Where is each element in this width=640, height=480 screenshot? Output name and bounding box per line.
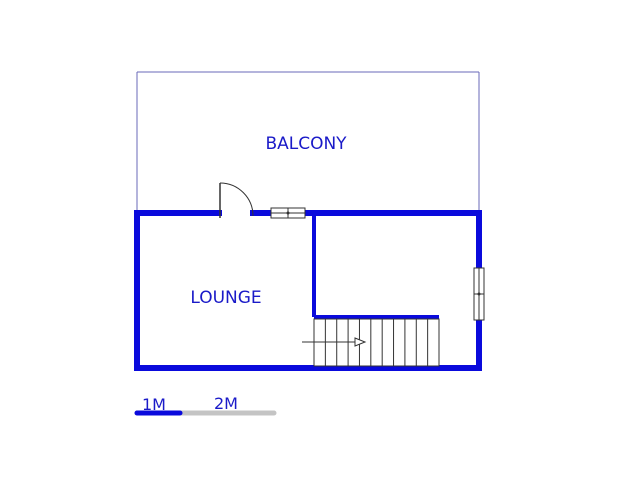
window-right: [473, 267, 485, 321]
stair-arrow: [302, 337, 367, 347]
exterior-walls: [134, 210, 482, 371]
interior-walls: [312, 213, 439, 319]
lounge-label: LOUNGE: [190, 288, 261, 308]
scale-bar: 1M 2M: [134, 394, 277, 416]
scale-label-1m: 1M: [142, 395, 166, 414]
balcony-outline: [136, 71, 480, 213]
balcony-label: BALCONY: [265, 134, 347, 154]
window-top: [270, 207, 306, 219]
scale-label-2m: 2M: [214, 394, 238, 413]
door-swing: [219, 182, 254, 218]
